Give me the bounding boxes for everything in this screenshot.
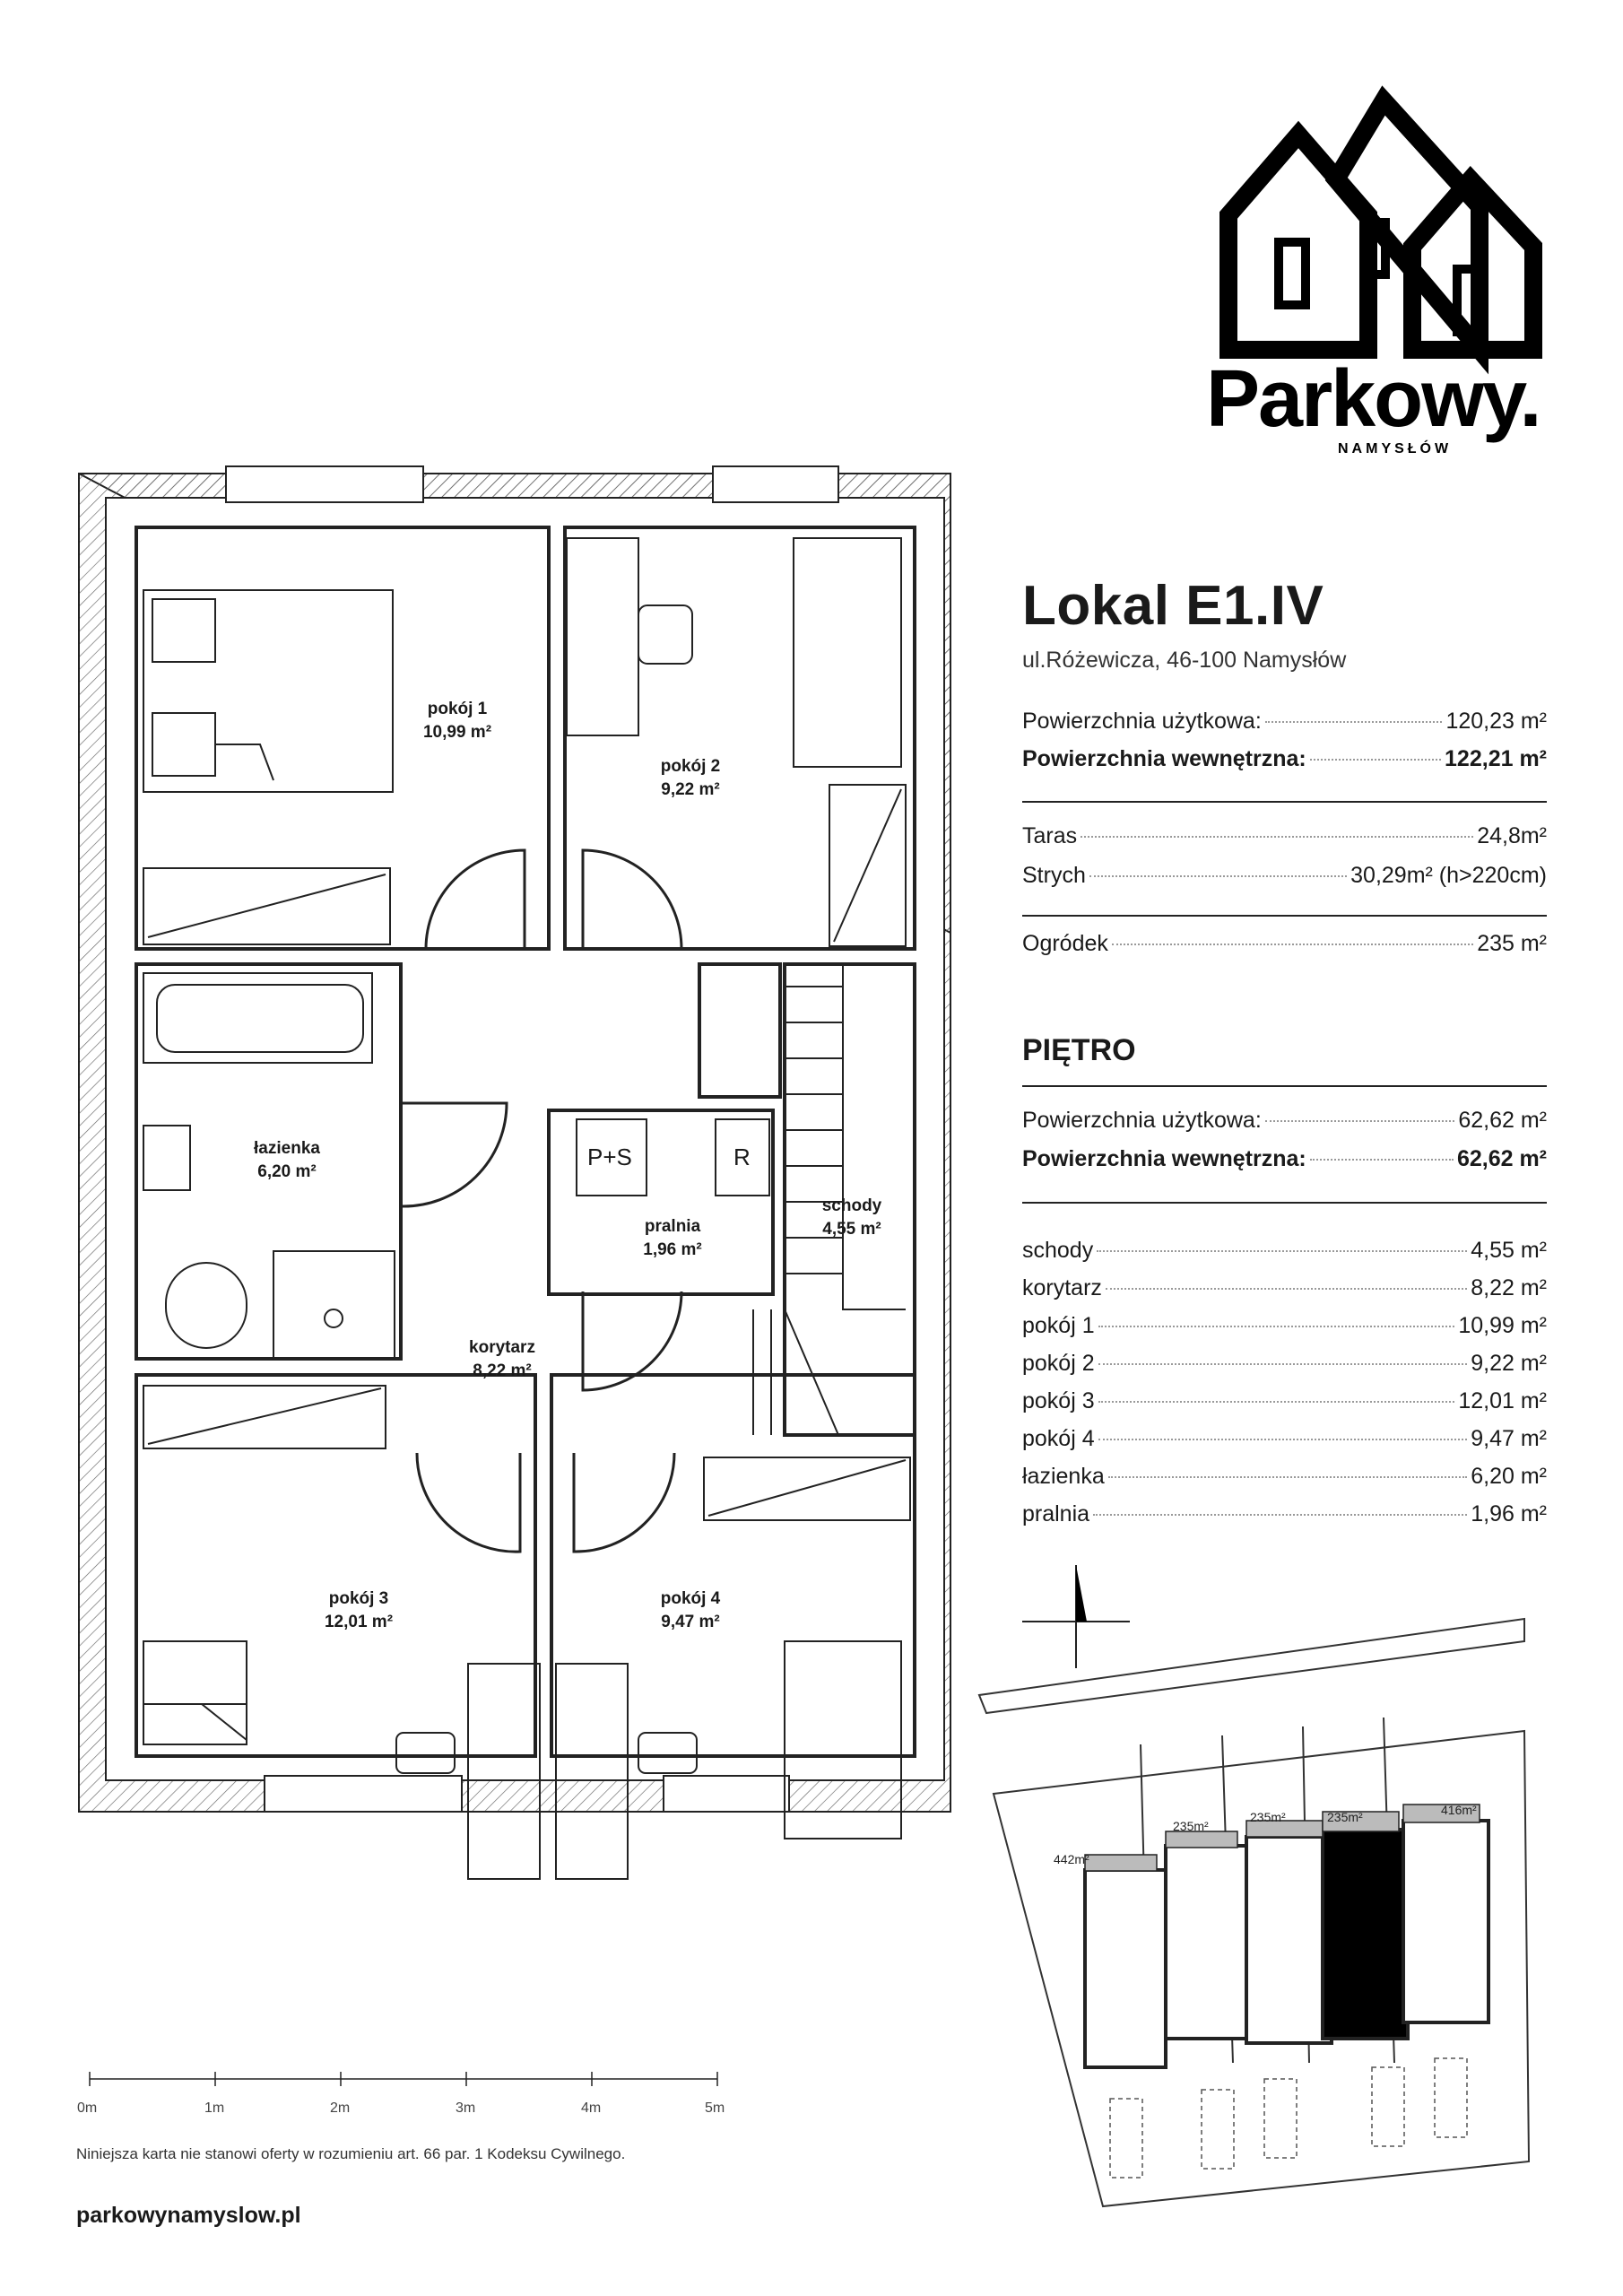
plot-area-label: 416m²: [1441, 1803, 1477, 1817]
floor-heading: PIĘTRO: [1022, 1033, 1136, 1067]
total-usable: Powierzchnia użytkowa:120,23 m²: [1022, 709, 1547, 734]
divider: [1022, 1085, 1547, 1087]
scale-tick-label: 0m: [77, 2100, 98, 2116]
floor-total-usable: Powierzchnia użytkowa:62,62 m²: [1022, 1108, 1547, 1133]
plot-area-label: 235m²: [1327, 1810, 1363, 1824]
scale-tick-label: 2m: [330, 2100, 351, 2116]
scale-tick-label: 4m: [581, 2100, 602, 2116]
divider: [1022, 801, 1547, 803]
legal-note: Niniejsza karta nie stanowi oferty w roz…: [76, 2145, 626, 2162]
logo-wordmark: Parkowy.: [1206, 354, 1542, 444]
website-link[interactable]: parkowynamyslow.pl: [76, 2203, 301, 2228]
divider: [1022, 915, 1547, 917]
divider: [1022, 1202, 1547, 1204]
total-internal: Powierzchnia wewnętrzna:122,21 m²: [1022, 746, 1547, 771]
logo-subtitle: NAMYSŁÓW: [1338, 441, 1453, 457]
unit-address: ul.Różewicza, 46-100 Namysłów: [1022, 648, 1347, 673]
r-label: R: [733, 1144, 751, 1170]
unit-title: Lokal E1.IV: [1022, 575, 1324, 637]
scale-tick-label: 1m: [204, 2100, 225, 2116]
highlighted-unit-label: E1.IV: [1334, 951, 1387, 975]
scale-tick-label: 5m: [705, 2100, 725, 2116]
floor-total-internal: Powierzchnia wewnętrzna:62,62 m²: [1022, 1146, 1547, 1171]
plot-area-label: 235m²: [1173, 1819, 1209, 1833]
scale-tick-label: 3m: [456, 2100, 476, 2116]
plot-area-label: 235m²: [1250, 1810, 1286, 1824]
washer-dryer-label: P+S: [587, 1144, 632, 1170]
plot-area-label: 442m²: [1054, 1852, 1089, 1866]
